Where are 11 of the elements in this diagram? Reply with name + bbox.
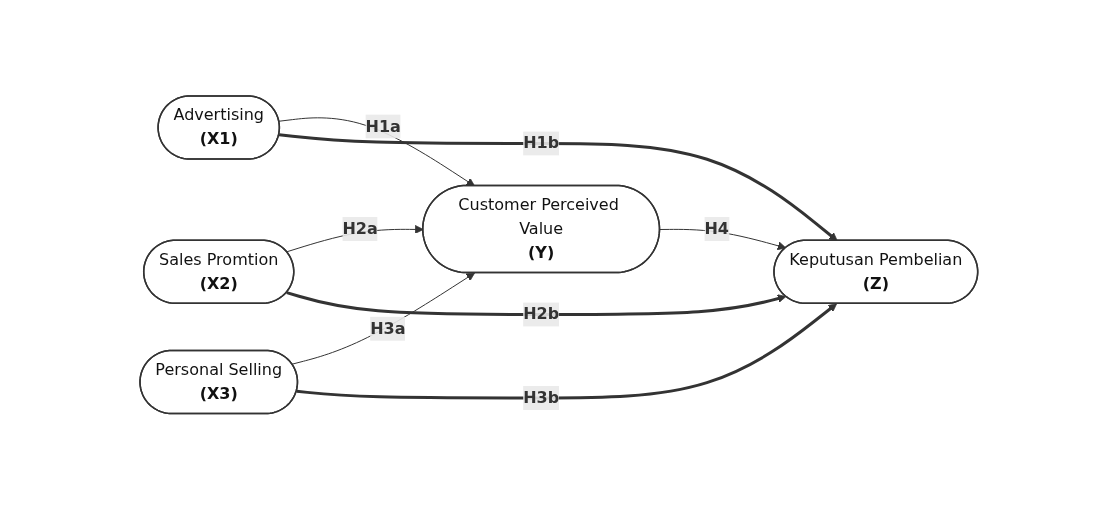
edge-label: H2b xyxy=(522,304,559,324)
edge-label: H3a xyxy=(369,318,406,338)
edge-label: H4 xyxy=(704,218,729,238)
edge-label: H2a xyxy=(342,218,378,238)
edge-label: H3b xyxy=(522,387,559,407)
arrow xyxy=(291,272,475,365)
arrow xyxy=(296,303,837,400)
edge-label: H1b xyxy=(522,133,559,153)
edge-label: H1a xyxy=(365,116,401,136)
arrow xyxy=(285,290,786,316)
arrow xyxy=(278,133,838,241)
